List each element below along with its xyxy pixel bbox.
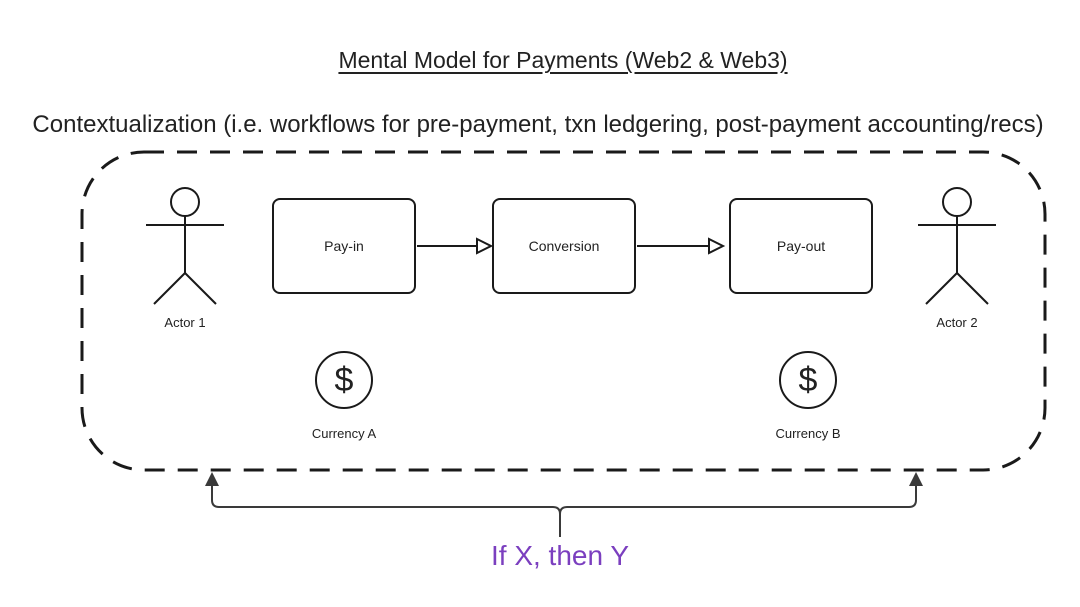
context-label: Contextualization (i.e. workflows for pr… (32, 111, 1044, 138)
step-conversion: Conversion (492, 198, 636, 294)
step-pay-in: Pay-in (272, 198, 416, 294)
actor-2-label: Actor 2 (936, 315, 978, 330)
bracket-arrowhead-left (205, 472, 219, 486)
currency-symbol: $ (798, 361, 818, 399)
arrow-payin-to-conversion (417, 237, 494, 255)
step-label: Pay-out (776, 238, 826, 254)
actor-2-figure (918, 187, 996, 305)
bracket-arrowhead-right (909, 472, 923, 486)
currency-b-icon: $ (779, 351, 837, 409)
currency-a-label: Currency A (311, 426, 377, 441)
currency-a-icon: $ (315, 351, 373, 409)
step-label: Conversion (528, 238, 600, 254)
outcome-bracket (211, 482, 917, 537)
diagram-title: Mental Model for Payments (Web2 & Web3) (338, 47, 788, 73)
context-boundary (80, 150, 1047, 472)
actor-1-label: Actor 1 (164, 315, 206, 330)
outcome-label: If X, then Y (490, 540, 630, 571)
arrow-conversion-to-payout (637, 237, 726, 255)
currency-symbol: $ (334, 361, 354, 399)
step-pay-out: Pay-out (729, 198, 873, 294)
currency-b-label: Currency B (775, 426, 841, 441)
actor-1-figure (146, 187, 224, 305)
step-label: Pay-in (324, 238, 364, 254)
